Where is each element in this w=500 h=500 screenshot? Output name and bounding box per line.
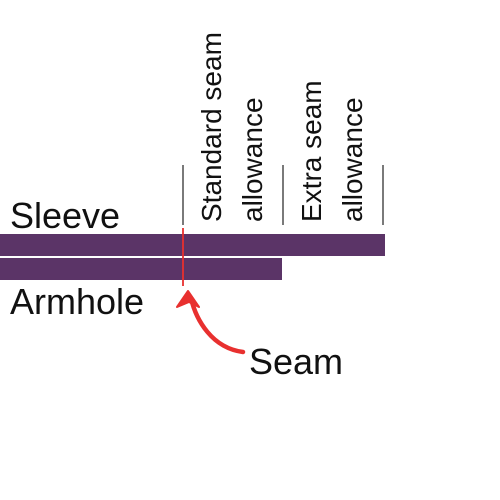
armhole-fabric-strip xyxy=(0,258,282,280)
seam-label: Seam xyxy=(249,341,343,382)
seam-arrow-head-icon xyxy=(176,290,200,308)
extra-allowance-label-line2: allowance xyxy=(337,97,368,222)
standard-allowance-label-line1: Standard seam xyxy=(196,32,227,222)
sleeve-label: Sleeve xyxy=(10,195,120,236)
sleeve-fabric-strip xyxy=(0,234,385,256)
extra-allowance-label-line1: Extra seam xyxy=(296,80,327,222)
standard-allowance-label-line2: allowance xyxy=(237,97,268,222)
armhole-label: Armhole xyxy=(10,281,144,322)
